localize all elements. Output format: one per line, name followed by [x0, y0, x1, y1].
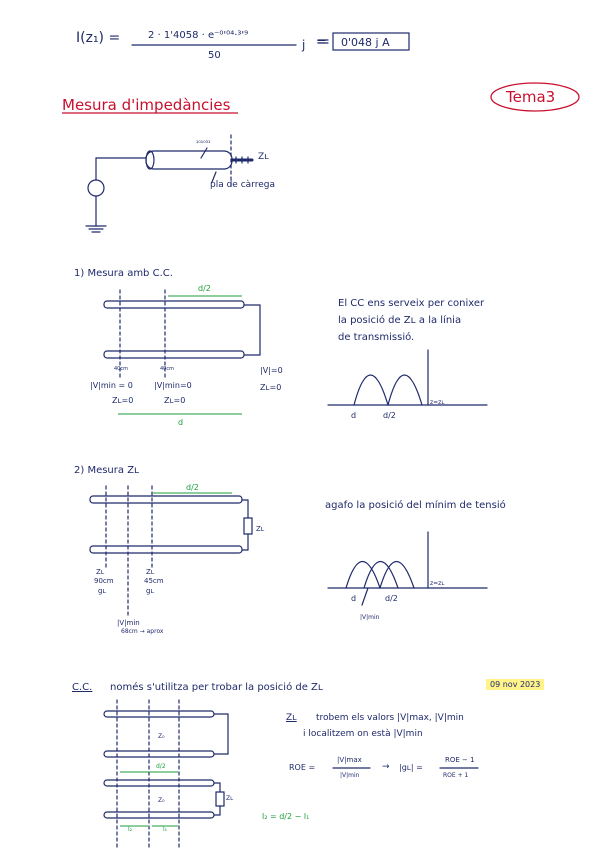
part1-vmin2: |V|min=0: [154, 381, 192, 390]
part3-zl: Zʟ: [226, 795, 234, 802]
part3-gl-num: ROE − 1: [445, 756, 475, 764]
part3-roe-den: |V|min: [340, 772, 360, 779]
part2-gl-a: gʟ: [98, 587, 106, 595]
part3-heading: només s'utilitza per trobar la posició d…: [110, 682, 323, 693]
part2-pos-a: 90cm: [94, 577, 114, 585]
part3-l1: l₁: [163, 826, 168, 833]
formula-denominator: 50: [208, 50, 221, 61]
part1-v0: |V|=0: [260, 366, 283, 375]
part2-zl-b: Zʟ: [146, 568, 155, 576]
part1-note-3: de transmissió.: [338, 332, 415, 343]
part3-roe: ROE =: [289, 763, 316, 772]
part2-approx: 68cm → aprox: [121, 628, 164, 635]
part3-roe-num: |V|max: [337, 756, 362, 764]
part3-z0-b: Z₀: [158, 797, 165, 804]
formula-numerator: 2 · 1'4058 · e⁻⁰'⁰⁴·³'⁹: [148, 30, 249, 41]
tema-badge: Tema3: [506, 88, 556, 106]
diagram1-line-label: ¹⁰¹⁰³¹: [196, 140, 211, 147]
part2-graph-x2: d/2: [385, 594, 398, 603]
part3-note-zl: Zʟ: [286, 713, 297, 723]
part2-zl-load: Zʟ: [256, 525, 265, 533]
part1-zl1: Zʟ=0: [112, 396, 134, 405]
part1-pos1: 40cm: [114, 366, 128, 372]
part2-note: agafo la posició del mínim de tensió: [325, 500, 506, 511]
part1-pos2: 40cm: [160, 366, 174, 372]
part1-zl3: Zʟ=0: [260, 383, 282, 392]
section-title: Mesura d'impedàncies: [62, 96, 231, 114]
part1-note-1: El CC ens serveix per conixer: [338, 298, 485, 309]
part1-graph-x2: d/2: [383, 411, 396, 420]
part3-gl: |gʟ| =: [399, 763, 423, 772]
part3-l2: l₂: [128, 826, 133, 833]
part3-arrow: →: [382, 762, 390, 772]
part3-l-equation: l₂ = d/2 − l₁: [262, 812, 310, 821]
part3-d-half: d/2: [156, 763, 166, 770]
part2-graph-x1: d: [351, 594, 357, 603]
part3-heading-cc: C.C.: [72, 682, 93, 693]
part1-zl2: Zʟ=0: [164, 396, 186, 405]
part1-note-2: la posició de Zʟ a la línia: [338, 315, 462, 326]
part2-gl-b: gʟ: [146, 587, 154, 595]
part1-vmin1: |V|min = 0: [90, 381, 133, 390]
part1-heading: 1) Mesura amb C.C.: [74, 268, 173, 279]
part3-date: 09 nov 2023: [486, 679, 545, 690]
formula-result: 0'048 j A: [341, 36, 390, 49]
part1-graph-x1: d: [351, 411, 357, 420]
part2-graph-vmin: |V|min: [360, 614, 380, 621]
part3-note-1: trobem els valors |V|max, |V|min: [316, 713, 464, 723]
formula-j: j: [302, 38, 306, 52]
part2-heading: 2) Mesura Zʟ: [74, 465, 140, 476]
part1-d: d: [178, 418, 184, 427]
diagram1-plane-label: pla de càrrega: [210, 180, 275, 190]
part2-zl-a: Zʟ: [96, 568, 105, 576]
part3-z0-a: Z₀: [158, 733, 165, 740]
formula-lhs: I(z₁) =: [76, 30, 121, 46]
part1-graph-label: z=zʟ: [430, 399, 445, 406]
diagram1-load-label: Zʟ: [258, 152, 269, 162]
part2-graph-label: z=zʟ: [430, 580, 445, 587]
part3-gl-den: ROE + 1: [443, 772, 469, 779]
part3-note-2: i localitzem on està |V|min: [303, 729, 423, 739]
part2-d-half: d/2: [186, 483, 199, 492]
part2-vmin: |V|min: [117, 619, 140, 627]
part1-d-half: d/2: [198, 284, 211, 293]
part2-pos-b: 45cm: [144, 577, 164, 585]
